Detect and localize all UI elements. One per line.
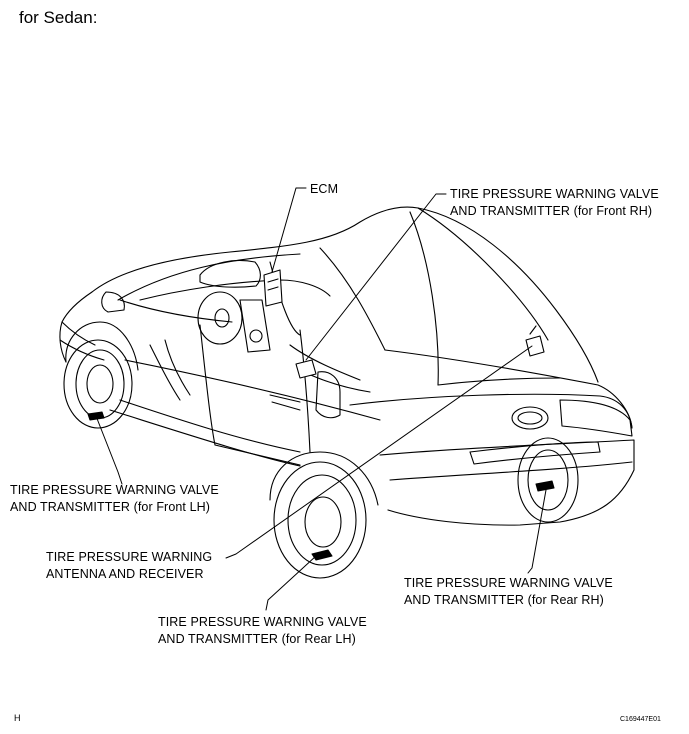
headrest	[315, 371, 341, 419]
footer-code: H	[14, 713, 21, 723]
a-pillar	[119, 299, 233, 323]
side-character-line	[124, 359, 381, 421]
console-knob	[249, 329, 263, 343]
rear-lh-valve	[311, 549, 333, 561]
leader-antenna	[225, 345, 533, 559]
callout-front-lh-line2: AND TRANSMITTER (for Front LH)	[10, 500, 211, 514]
diagram-heading: for Sedan:	[19, 8, 98, 27]
callout-front-rh-line2: AND TRANSMITTER (for Front RH)	[450, 204, 653, 218]
leader-front-lh	[95, 415, 123, 485]
front-seat	[149, 339, 191, 401]
parking-brake	[269, 394, 301, 411]
steering-wheel	[197, 291, 243, 345]
rear-lh-wheel	[273, 461, 367, 579]
tail-light	[559, 399, 633, 437]
callout-tpw-rear-lh: TIRE PRESSURE WARNING VALVE AND TRANSMIT…	[158, 614, 367, 648]
callout-tpw-rear-rh: TIRE PRESSURE WARNING VALVE AND TRANSMIT…	[404, 575, 613, 609]
callout-rear-lh-line1: TIRE PRESSURE WARNING VALVE	[158, 615, 367, 629]
windshield-edge	[117, 253, 301, 301]
callout-rear-lh-line2: AND TRANSMITTER (for Rear LH)	[158, 632, 356, 646]
rear-rh-valve	[535, 480, 555, 492]
rear-wheel-arch	[269, 451, 379, 506]
front-bumper	[59, 321, 105, 361]
callout-tpw-antenna: TIRE PRESSURE WARNING ANTENNA AND RECEIV…	[46, 549, 212, 583]
callout-front-lh-line1: TIRE PRESSURE WARNING VALVE	[10, 483, 219, 497]
rear-quarter-window	[319, 247, 386, 351]
leader-rear-lh	[265, 555, 317, 611]
rear-bumper-line	[389, 461, 633, 481]
roof-outline	[91, 206, 599, 383]
trunk-garnish	[469, 441, 601, 465]
side-mirror	[101, 291, 125, 313]
front-rh-transmitter-unit	[525, 325, 545, 357]
antenna-receiver-unit	[295, 359, 317, 379]
rear-fascia	[379, 439, 635, 526]
figure-id: C169447E01	[620, 716, 661, 723]
center-console	[239, 299, 271, 353]
trunk-top	[349, 393, 633, 429]
callout-ecm: ECM	[310, 181, 338, 198]
callout-tpw-front-lh: TIRE PRESSURE WARNING VALVE AND TRANSMIT…	[10, 482, 219, 516]
leader-rear-rh	[527, 489, 547, 574]
steering-hub	[214, 308, 230, 328]
rear-rh-wheel-hint	[517, 437, 579, 523]
rear-emblem	[511, 406, 549, 430]
callout-rear-rh-line2: AND TRANSMITTER (for Rear RH)	[404, 593, 604, 607]
dashboard	[139, 279, 331, 301]
side-sill	[109, 399, 301, 467]
callout-front-rh-line1: TIRE PRESSURE WARNING VALVE	[450, 187, 659, 201]
rear-emblem-inner	[517, 411, 543, 425]
callout-tpw-front-rh: TIRE PRESSURE WARNING VALVE AND TRANSMIT…	[450, 186, 659, 220]
trunk-lid	[384, 349, 633, 429]
ecm-unit	[263, 269, 283, 307]
car-body	[59, 206, 635, 526]
front-fender	[59, 291, 93, 363]
rear-door	[299, 329, 311, 453]
callout-antenna-line2: ANTENNA AND RECEIVER	[46, 567, 204, 581]
front-door	[199, 324, 301, 466]
instrument-cluster	[199, 259, 261, 288]
callout-ecm-line1: ECM	[310, 182, 339, 196]
front-wheel-arch	[65, 321, 139, 371]
leader-lines	[95, 187, 547, 611]
interior	[139, 259, 371, 419]
rear-window	[409, 207, 561, 386]
leader-front-rh	[305, 193, 447, 361]
leader-ecm	[271, 187, 307, 273]
callout-rear-rh-line1: TIRE PRESSURE WARNING VALVE	[404, 576, 613, 590]
callout-antenna-line1: TIRE PRESSURE WARNING	[46, 550, 213, 564]
